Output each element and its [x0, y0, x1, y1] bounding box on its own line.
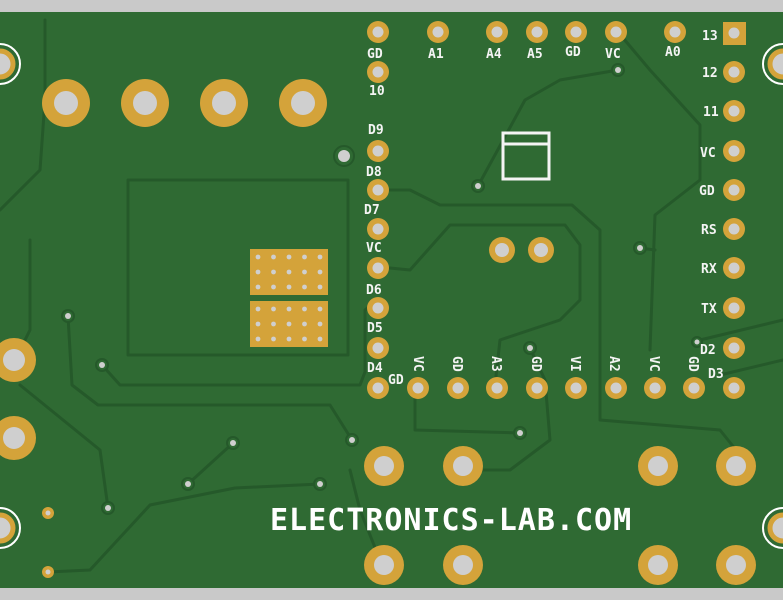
pad-drill-dot — [317, 254, 323, 260]
labels-right-column: 13 12 11 VC GD RS RX TX D2 D3 — [699, 29, 724, 382]
pad-drill-dot — [271, 336, 276, 342]
silkscreen-outline — [501, 131, 551, 181]
pad-drill-dot — [255, 254, 261, 260]
brand-text: ELECTRONICS-LAB.COM — [270, 503, 632, 538]
pad-drill-dot — [255, 284, 261, 290]
pad-drill-dot — [255, 306, 261, 312]
label-d4: D4 — [367, 361, 383, 376]
pad-drill-dot — [302, 321, 307, 327]
pad-drill-dot — [302, 254, 307, 260]
label-gd-bottom-1: GD — [449, 356, 464, 372]
label-vc-bottom-2: VC — [646, 356, 661, 372]
label-vi: VI — [567, 356, 582, 372]
soldermask — [0, 12, 783, 588]
pad-drill-dot — [271, 269, 276, 275]
label-gd: GD — [367, 47, 383, 62]
vias — [42, 63, 703, 578]
pad-drill-dot — [271, 254, 276, 260]
pad-drill-dot — [286, 306, 292, 312]
pad-drill-dot — [271, 284, 276, 290]
header-bottom-row — [407, 377, 705, 399]
label-vc: VC — [366, 241, 382, 256]
pad-drill-dot — [317, 284, 323, 290]
label-gd-bottom-2: GD — [528, 356, 543, 372]
label-vc-bottom-1: VC — [410, 356, 425, 372]
pad-drill-dot — [255, 336, 261, 342]
pad-drill-dot — [286, 336, 292, 342]
pad-drill-dot — [286, 321, 292, 327]
label-rs: RS — [701, 223, 717, 238]
labels-left-column: GD 10 D9 D8 D7 VC D6 D5 D4 GD — [364, 47, 404, 388]
label-a2: A2 — [606, 356, 621, 372]
label-a3: A3 — [488, 356, 503, 372]
pad-drill-dot — [302, 306, 307, 312]
mounting-holes — [0, 43, 783, 549]
label-12: 12 — [702, 66, 718, 81]
pad-drill-dot — [286, 284, 292, 290]
label-gd-bottom-3: GD — [685, 356, 700, 372]
pad-drill-dot — [271, 321, 276, 327]
label-d9: D9 — [368, 123, 384, 138]
label-gd-right: GD — [699, 184, 715, 199]
pad-drill-dot — [317, 269, 323, 275]
label-d7: D7 — [364, 203, 380, 218]
pad-drill-dot — [286, 269, 292, 275]
pad-drill-dot — [271, 306, 276, 312]
label-13: 13 — [702, 29, 718, 44]
pad-drill-dot — [317, 321, 323, 327]
labels-bottom-row: VC GD A3 GD VI A2 VC GD — [410, 356, 700, 372]
label-a4: A4 — [486, 47, 502, 62]
label-a1: A1 — [428, 47, 444, 62]
label-d2: D2 — [700, 343, 716, 358]
label-d6: D6 — [366, 283, 382, 298]
pad-drill-dot — [302, 336, 307, 342]
label-11: 11 — [703, 105, 719, 120]
label-vc-right: VC — [700, 146, 716, 161]
label-rx: RX — [701, 262, 717, 277]
pad-drill-dot — [255, 269, 261, 275]
pad-array-dots — [255, 254, 323, 342]
label-a5: A5 — [527, 47, 543, 62]
pad-drill-dot — [255, 321, 261, 327]
label-a0: A0 — [665, 45, 681, 60]
pad-drill-dot — [302, 284, 307, 290]
labels-top-row: A1 A4 A5 GD VC A0 — [428, 45, 681, 62]
pad-drill-dot — [317, 306, 323, 312]
pad-drill-dot — [286, 254, 292, 260]
label-10: 10 — [369, 84, 385, 99]
label-d8: D8 — [366, 165, 382, 180]
pad-drill-dot — [302, 269, 307, 275]
label-d3: D3 — [708, 367, 724, 382]
label-gd-top: GD — [565, 45, 581, 60]
label-vc-top: VC — [605, 47, 621, 62]
label-tx: TX — [701, 302, 717, 317]
header-left-column — [367, 21, 389, 399]
header-right-column — [723, 22, 746, 399]
label-gd-bottom: GD — [388, 373, 404, 388]
label-d5: D5 — [367, 321, 383, 336]
large-pads — [0, 79, 756, 585]
header-top-row — [427, 21, 686, 43]
pad-drill-dot — [317, 336, 323, 342]
